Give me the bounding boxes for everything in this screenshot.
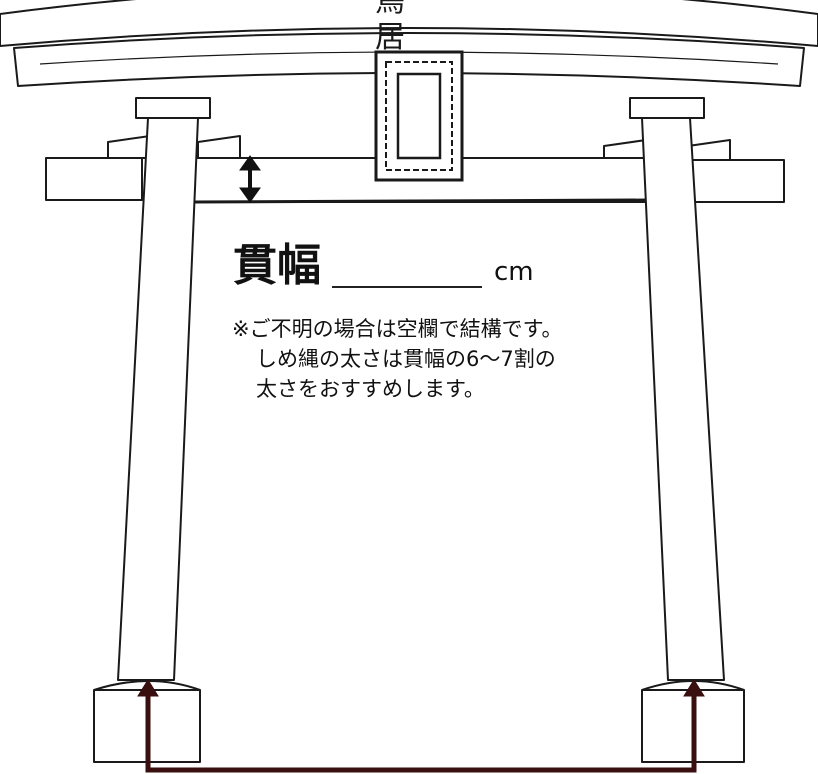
nuki-left-extension: [45, 157, 143, 201]
right-pillar: [641, 117, 725, 681]
nuki-width-label: 貫幅: [233, 240, 321, 291]
left-pillar-cap: [135, 97, 211, 119]
diagram-title: 鳥 居: [375, 0, 445, 55]
unit-label: cm: [494, 257, 534, 287]
nuki-height-arrow: [239, 155, 261, 203]
note-text: ※ご不明の場合は空欄で結構です。 しめ縄の太さは貫幅の6〜7割の 太さをおすすめ…: [232, 314, 612, 404]
nuki-right-extension: [687, 159, 785, 203]
nuki-width-blank[interactable]: [332, 286, 482, 288]
right-pillar-cap: [629, 97, 705, 119]
note-line-1: ※ご不明の場合は空欄で結構です。: [232, 317, 563, 341]
pillar-span-arrow: [137, 679, 705, 773]
plaque: [374, 50, 464, 182]
note-line-3: 太さをおすすめします。: [256, 377, 485, 401]
kasagi-top-beam: [0, 0, 818, 47]
left-pillar: [117, 117, 199, 681]
note-line-2: しめ縄の太さは貫幅の6〜7割の: [256, 347, 556, 371]
